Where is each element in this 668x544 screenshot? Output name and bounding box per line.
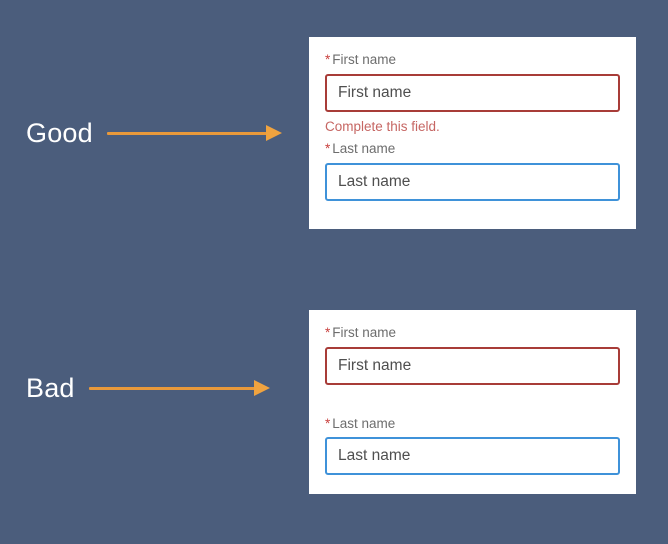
first-name-error-message-good: Complete this field.: [325, 118, 440, 134]
arrow-right-icon: [88, 380, 270, 396]
last-name-label-good: *Last name: [325, 140, 620, 158]
required-asterisk-icon: *: [325, 415, 331, 431]
first-name-input-bad[interactable]: First name: [325, 346, 620, 385]
annotation-label-good: Good: [26, 117, 93, 148]
arrow-line: [106, 131, 267, 135]
arrow-right-icon: [106, 125, 282, 141]
first-name-input-value: First name: [338, 356, 412, 374]
last-name-label-bad: *Last name: [325, 415, 620, 433]
first-name-label-text: First name: [332, 52, 397, 67]
missing-error-message-gap: [325, 385, 620, 415]
annotation-good: Good: [26, 113, 282, 153]
last-name-label-text: Last name: [332, 415, 396, 431]
form-card-good: *First name First name Complete this fie…: [309, 37, 636, 229]
last-name-input-good[interactable]: Last name: [325, 162, 620, 201]
first-name-label-text: First name: [332, 325, 397, 340]
last-name-input-value: Last name: [338, 447, 411, 465]
required-asterisk-icon: *: [325, 52, 331, 67]
required-asterisk-icon: *: [325, 141, 331, 157]
first-name-label-bad: *First name: [325, 324, 620, 342]
first-name-input-value: First name: [338, 83, 412, 101]
last-name-input-value: Last name: [338, 172, 411, 190]
last-name-input-bad[interactable]: Last name: [325, 437, 620, 476]
arrow-head: [253, 380, 270, 396]
form-card-bad: *First name First name *Last name Last n…: [309, 310, 636, 494]
arrow-head: [265, 125, 282, 141]
annotation-label-bad: Bad: [26, 372, 75, 403]
last-name-label-text: Last name: [332, 141, 396, 157]
first-name-input-good[interactable]: First name: [325, 73, 620, 112]
required-asterisk-icon: *: [325, 325, 331, 340]
arrow-line: [88, 386, 255, 390]
first-name-label-good: *First name: [325, 51, 620, 69]
annotation-bad: Bad: [26, 368, 270, 408]
